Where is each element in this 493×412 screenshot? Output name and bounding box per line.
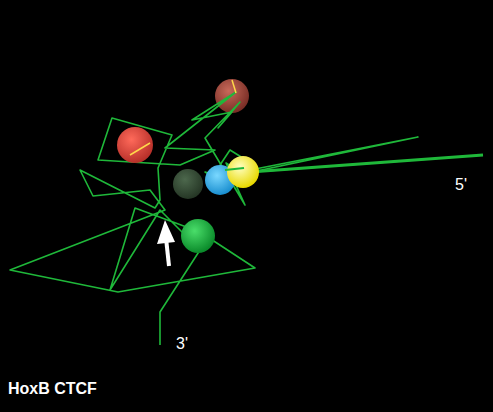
probe-sphere [173,169,203,199]
end-label: 3' [176,335,188,353]
probe-sphere [117,127,153,163]
panel-title: HoxB CTCF [8,380,97,398]
chromatin-path [225,168,244,170]
end-label: 5' [455,176,467,194]
chromatin-path [10,92,483,345]
chromatin-path [130,143,150,155]
probe-sphere [181,219,215,253]
pointer-arrow [157,220,175,266]
chromatin-path [250,155,483,172]
probe-sphere [227,156,259,188]
chromatin-path [232,80,236,93]
